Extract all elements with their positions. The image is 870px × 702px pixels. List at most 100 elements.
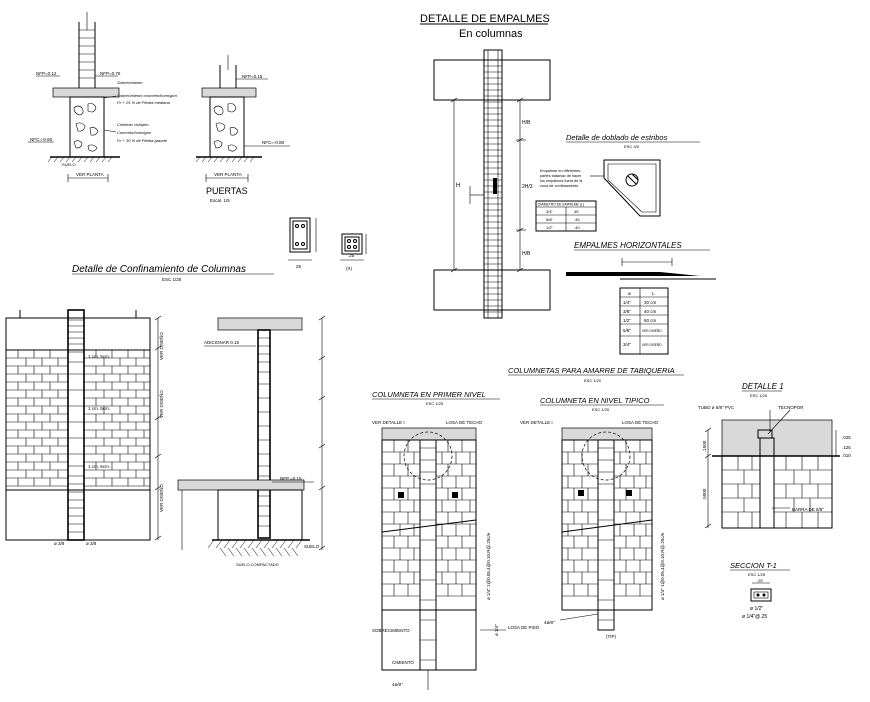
primer-scale: ESC 1/25 [426,401,444,406]
conf-vert-1: VER DISEÑO [158,332,164,360]
horiz-r1-c1: 1/4" [623,300,631,305]
doblado-scale: ESC 3/5 [624,144,640,149]
primer-losa: LOSA DE TECHO [446,420,483,425]
detalle1-title: DETALLE 1 [742,382,784,391]
empalmes-title: DETALLE DE EMPALMES [420,13,550,25]
tipico-title: COLUMNETA EN NIVEL TIPICO [540,396,650,405]
conf-label-2: 1 cm. 5cm. [88,406,110,411]
primer-sobrecimiento: SOBRECIMIENTO [372,628,410,633]
seccion-bar2: ø 1/4"@.25 [742,614,767,620]
doblado-note-4: zona de confinamiento [540,184,578,188]
doblado-r3-c2: .40 [574,225,580,230]
puertas-detail: VER PLANTA NFP=0.15 NFC=-0.80 PUERTAS Es… [195,55,290,203]
note2-text: Concreto/hormigón [117,130,152,135]
tipico-bar: 4ø/8" [544,620,555,625]
detalle1-scale: ESC 1/25 [750,393,768,398]
doblado-note-2: partes tratando de hacer [540,174,582,178]
label-hb-top: H/B [522,120,531,126]
note1-title: Sobrecimiento [117,80,143,85]
detalle1-tecnopor: TECNOPOR [778,405,804,410]
primer-losa-piso: LOSA DE PISO [508,625,540,630]
horiz-r5-c1: 3/4" [623,342,631,347]
horiz-r2-c2: 40 cm [644,309,657,314]
tipico-tip: (TIP) [606,634,616,639]
nfc-low-label: NFC=-0.60 [30,137,53,142]
seccion-title: SECCION T-1 [730,561,777,570]
detalle1-left-dim-0: .1500 [702,440,707,452]
label-hb-bottom: H/B [522,251,531,257]
section-dim2: .25 [348,253,355,258]
horizontales-title: EMPALMES HORIZONTALES [574,241,682,250]
tipico-vert: ø 1/4" 1@0.05,4@0.10,R@.25c/e [660,532,665,600]
conf-suelo-label: SUELO [304,544,320,549]
column-sections: 25 .25 (X) [288,217,367,271]
detalle1-dim-0: .025 [842,435,851,440]
horiz-r1-c2: 30 cm [644,300,657,305]
conf-bottom-right: ø 3/8 [86,541,97,546]
detalle1-barra: BARRA DE 5/8" [792,507,824,512]
confinamiento-title: Detalle de Confinamiento de Columnas [72,264,246,275]
doblado-note-3: los empalmes fuera de la [540,179,583,183]
doblado-r1-c1: 3/4" [546,209,554,214]
detalle1-tubo: TUBO ø 5/8" PVC [698,405,735,410]
tipico-ver-detalle: VER DETALLE I [520,420,553,425]
conf-vert-3: VER DISEÑO [158,484,164,512]
seccion-bar1: ø 1/2" [750,606,763,612]
label-h: H [456,183,460,189]
puertas-scale: Escal. 1/5 [210,198,230,203]
conf-nfp-label: NFP =0.15 [280,476,302,481]
columneta-primer-nivel: COLUMNETA EN PRIMER NIVEL ESC 1/25 VER D… [372,390,540,690]
primer-vert: ø 1/4" 1@0.05,4@0.10,R@.25c/e [486,532,491,600]
primer-title: COLUMNETA EN PRIMER NIVEL [372,390,486,399]
puertas-ver-planta: VER PLANTA [214,172,242,177]
primer-vert2: ø 1/4" [494,624,499,636]
nfp-left-label: NFP=0.12 [36,71,57,76]
conf-suelo2-label: SUELO COMPACTADO [236,562,279,567]
puertas-nfp: NFP=0.15 [242,74,263,79]
horiz-r4-c2: VER DISEÑO [642,328,662,333]
doblado-table: DIAMETRO DE EMPALME (L) 3/4" 45 5/8" .45… [535,200,597,232]
doblado-note-1: Empalmar en diferentes [540,169,580,173]
doblado-table-header: DIAMETRO DE EMPALME (L) [538,203,584,207]
doblado-r2-c1: 5/8" [546,217,554,222]
detalle1-left-dim-1: .5000 [702,488,707,500]
doblado-detail: Detalle de doblado de estribos ESC 3/5 E… [535,133,700,232]
tipico-scale: ESC 1/25 [592,407,610,412]
note2b-text: Fc + 30 % de Piedra grande [117,138,168,143]
brick-wall-elevation: 1 cm. 5cm. 1 cm. 5cm. 1 cm. 5cm. ø 3/8 ø… [5,309,164,546]
column-section-elevation: ADICIONAR 0.15 NFP =0.15 SUELO SUELO COM… [177,315,326,567]
horiz-r4-c1: 5/8" [623,328,631,333]
horiz-r3-c1: 1/2" [623,318,631,323]
conf-vert-2: VER DISEÑO [158,390,164,418]
primer-cimiento: CIMIENTO [392,660,414,665]
suelo-label: SUELO [62,162,76,167]
ver-planta-label: VER PLANTA [76,172,104,177]
tipico-losa: LOSA DE TECHO [622,420,659,425]
seccion-t1: SECCION T-1 ESC 1/25 .25 ø 1/2" ø 1/4"@.… [730,561,790,620]
doblado-r3-c1: 1/2" [546,225,554,230]
section-dim1: 25 [296,264,302,269]
horiz-r3-c2: 50 cm [644,318,657,323]
seccion-dim: .25 [757,578,763,583]
note2-title: Cimiento ciclópeo [117,122,149,127]
label-2h3: 2H/3 [522,184,533,190]
sobrecimiento-detail: VER PLANTA SUELO NFP=0.12 NFP=0.76 NFC=-… [28,12,178,182]
detalle1-dim-2: .010 [842,453,851,458]
columneta-nivel-tipico: COLUMNETA EN NIVEL TIPICO ESC 1/25 VER D… [520,396,665,639]
doblado-title: Detalle de doblado de estribos [566,133,668,142]
empalmes-column: H H/B 2H/3 H/B [433,49,551,319]
empalmes-subtitle: En columnas [459,28,523,40]
horiz-header-0: ø [628,291,631,296]
confinamiento-scale: ESC 1/25 [162,277,182,282]
conf-label-1: 1 cm. 5cm. [88,354,110,359]
primer-bar: 4ø/8" [392,682,403,687]
columnetas-title: COLUMNETAS PARA AMARRE DE TABIQUERIA [508,366,675,375]
horiz-r5-c2: VER DISEÑO [642,342,662,347]
horiz-r2-c1: 3/8" [623,309,631,314]
puertas-title: PUERTAS [206,186,248,196]
conf-elev-label: ADICIONAR 0.15 [204,340,240,345]
primer-ver-detalle: VER DETALLE I [372,420,405,425]
note1b-text: Fc + 25 % de Piedra mediana [117,100,171,105]
